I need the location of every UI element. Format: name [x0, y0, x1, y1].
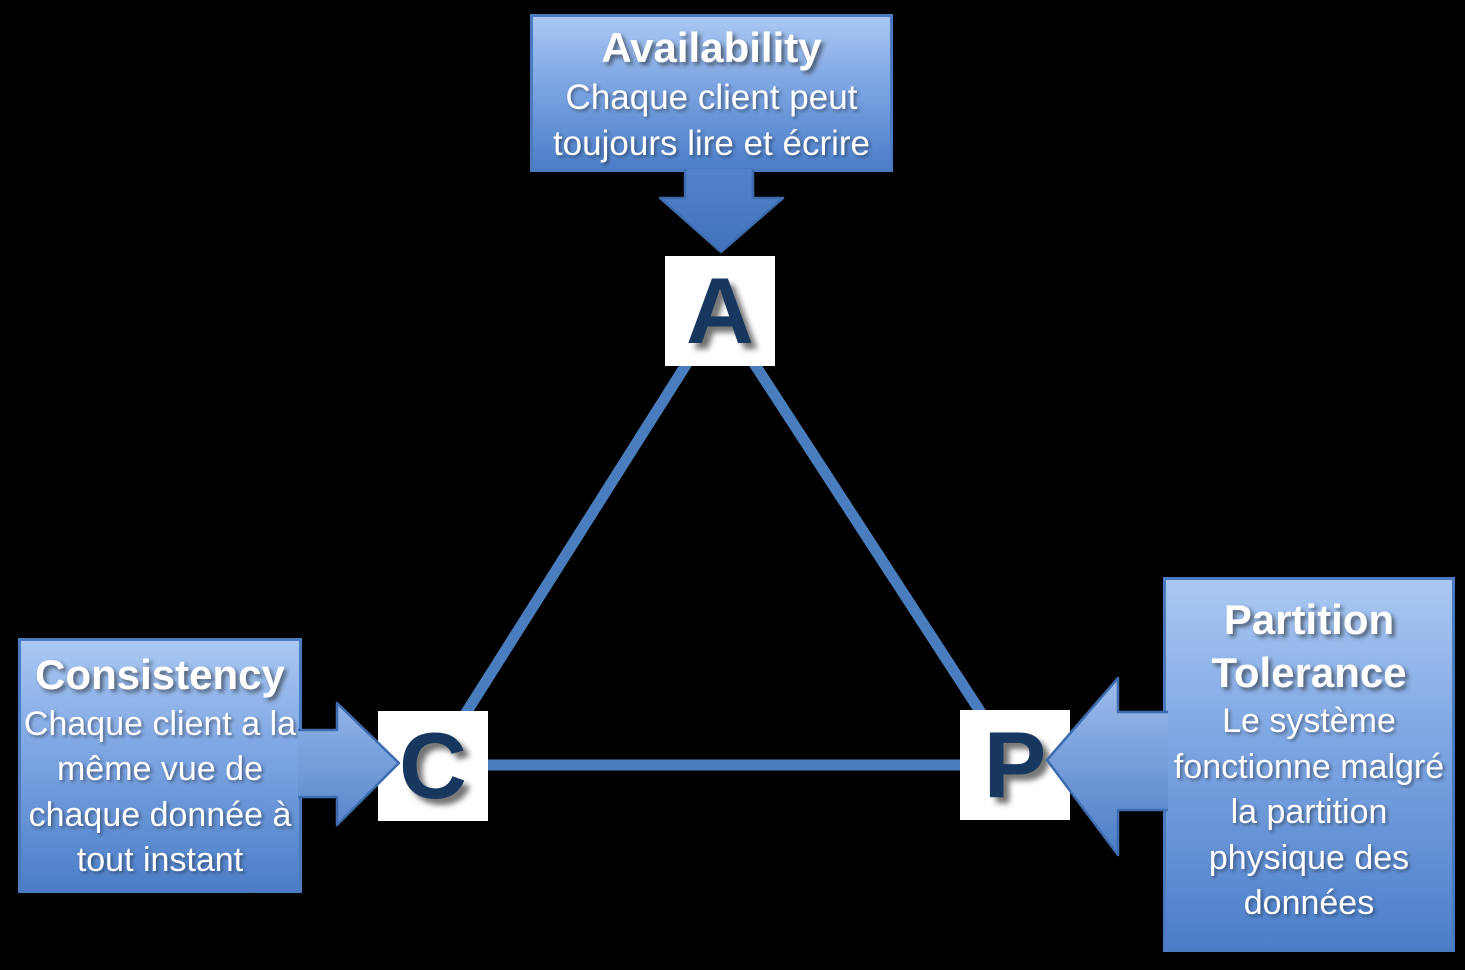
availability-title: Availability: [601, 24, 822, 71]
consistency-title: Consistency: [35, 651, 285, 698]
partition-body: Le système fonctionne malgré la partitio…: [1173, 702, 1445, 923]
partition-title: Partition Tolerance: [1211, 596, 1407, 696]
availability-down-arrow-icon: [658, 169, 785, 254]
consistency-body: Chaque client a la même vue de chaque do…: [23, 704, 297, 880]
node-a-letter: A: [686, 258, 754, 363]
edge-a-c: [428, 308, 725, 768]
node-p-square: P: [960, 710, 1070, 820]
availability-callout: Availability Chaque client peut toujours…: [530, 14, 893, 172]
availability-body: Chaque client peut toujours lire et écri…: [552, 77, 871, 164]
node-a-square: A: [665, 256, 775, 366]
node-c-letter: C: [399, 713, 467, 818]
node-p-letter: P: [983, 712, 1047, 817]
edge-a-p: [715, 308, 1020, 768]
partition-callout: Partition Tolerance Le système fonctionn…: [1163, 577, 1455, 952]
consistency-callout: Consistency Chaque client a la même vue …: [18, 638, 302, 893]
node-c-square: C: [378, 711, 488, 821]
